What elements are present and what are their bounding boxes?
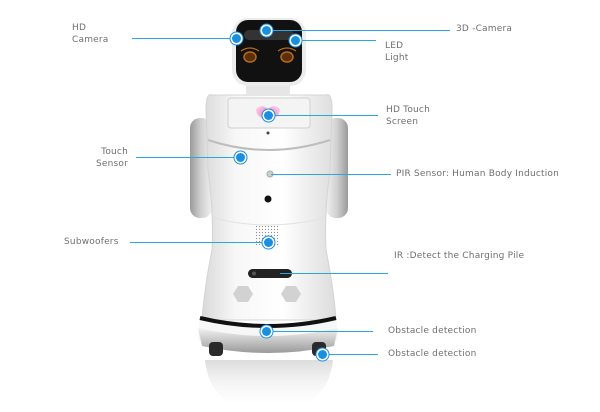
label-hd-touch-screen: HD Touch Screen [386,105,430,127]
marker-led-light [291,36,300,45]
leader-line-3d-camera [268,30,450,31]
leader-line-touch-screen [268,115,378,116]
label-ir-sensor: IR :Detect the Charging Pile [394,251,525,261]
left-eye [243,51,257,63]
marker-obstacle-1 [262,327,271,336]
leader-line-pir-sensor [271,174,391,175]
marker-touch-screen [264,111,273,120]
left-arm [190,118,212,218]
label-obstacle-detection-2: Obstacle detection [388,349,477,359]
label-touch-sensor: Touch Sensor [95,147,128,169]
leader-line-subwoofers [130,242,268,243]
left-wheel [209,342,223,356]
right-arm [326,118,348,218]
ir-window [248,269,292,278]
marker-subwoofers [264,238,273,247]
base-stripe [199,316,337,328]
marker-hd-camera [232,34,241,43]
leader-line-led-light [296,40,376,41]
label-3d-camera: 3D -Camera [456,24,513,34]
label-hd-camera: HD Camera [72,23,109,45]
label-obstacle-detection-1: Obstacle detection [388,326,477,336]
leader-line-hd-camera [132,38,236,39]
marker-touch-sensor [236,153,245,162]
right-eye [280,51,294,63]
label-subwoofers: Subwoofers [64,237,119,247]
leader-line-obstacle-2 [322,354,378,355]
body-port [264,195,272,203]
marker-3d-camera [262,26,271,35]
leader-line-ir-sensor [280,273,388,274]
label-led-light: LED Light [385,41,409,63]
leader-line-touch-sensor [136,157,240,158]
floor-reflection [205,360,333,412]
label-pir-sensor: PIR Sensor: Human Body Induction [396,169,560,179]
marker-obstacle-2 [318,350,327,359]
leader-line-obstacle-1 [267,331,373,332]
